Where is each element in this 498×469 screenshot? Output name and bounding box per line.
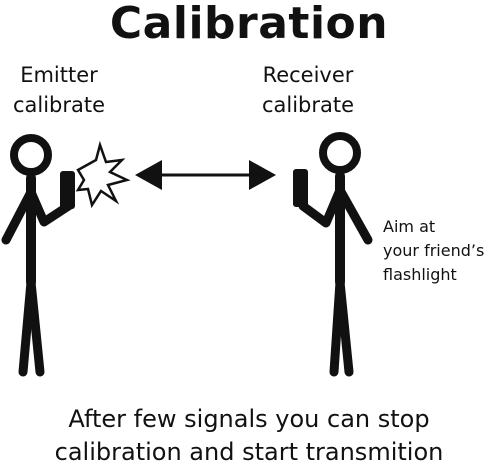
flash-burst-icon <box>75 140 131 209</box>
caption-line2: calibration and start transmition <box>54 438 444 466</box>
emitter-label: Emitter calibrate <box>4 60 114 120</box>
emitter-stick-figure <box>1 134 75 377</box>
receiver-label-line1: Receiver <box>262 63 354 87</box>
emitter-label-line1: Emitter <box>20 63 98 87</box>
aim-note-line1: Aim at <box>383 217 436 236</box>
caption-line1: After few signals you can stop <box>68 405 430 433</box>
aim-note-line2: your friend’s <box>383 241 485 260</box>
receiver-stick-figure <box>298 132 373 377</box>
double-arrow-icon <box>135 160 276 190</box>
emitter-label-line2: calibrate <box>12 93 106 117</box>
receiver-label-line2: calibrate <box>261 93 355 117</box>
emitter-phone-icon <box>60 171 75 209</box>
aim-note-line3: flashlight <box>383 265 457 284</box>
page-title: Calibration <box>109 0 389 49</box>
caption: After few signals you can stop calibrati… <box>0 403 498 469</box>
aim-note: Aim at your friend’s flashlight <box>383 215 484 287</box>
receiver-label: Receiver calibrate <box>253 60 363 120</box>
receiver-phone-icon <box>293 169 308 207</box>
